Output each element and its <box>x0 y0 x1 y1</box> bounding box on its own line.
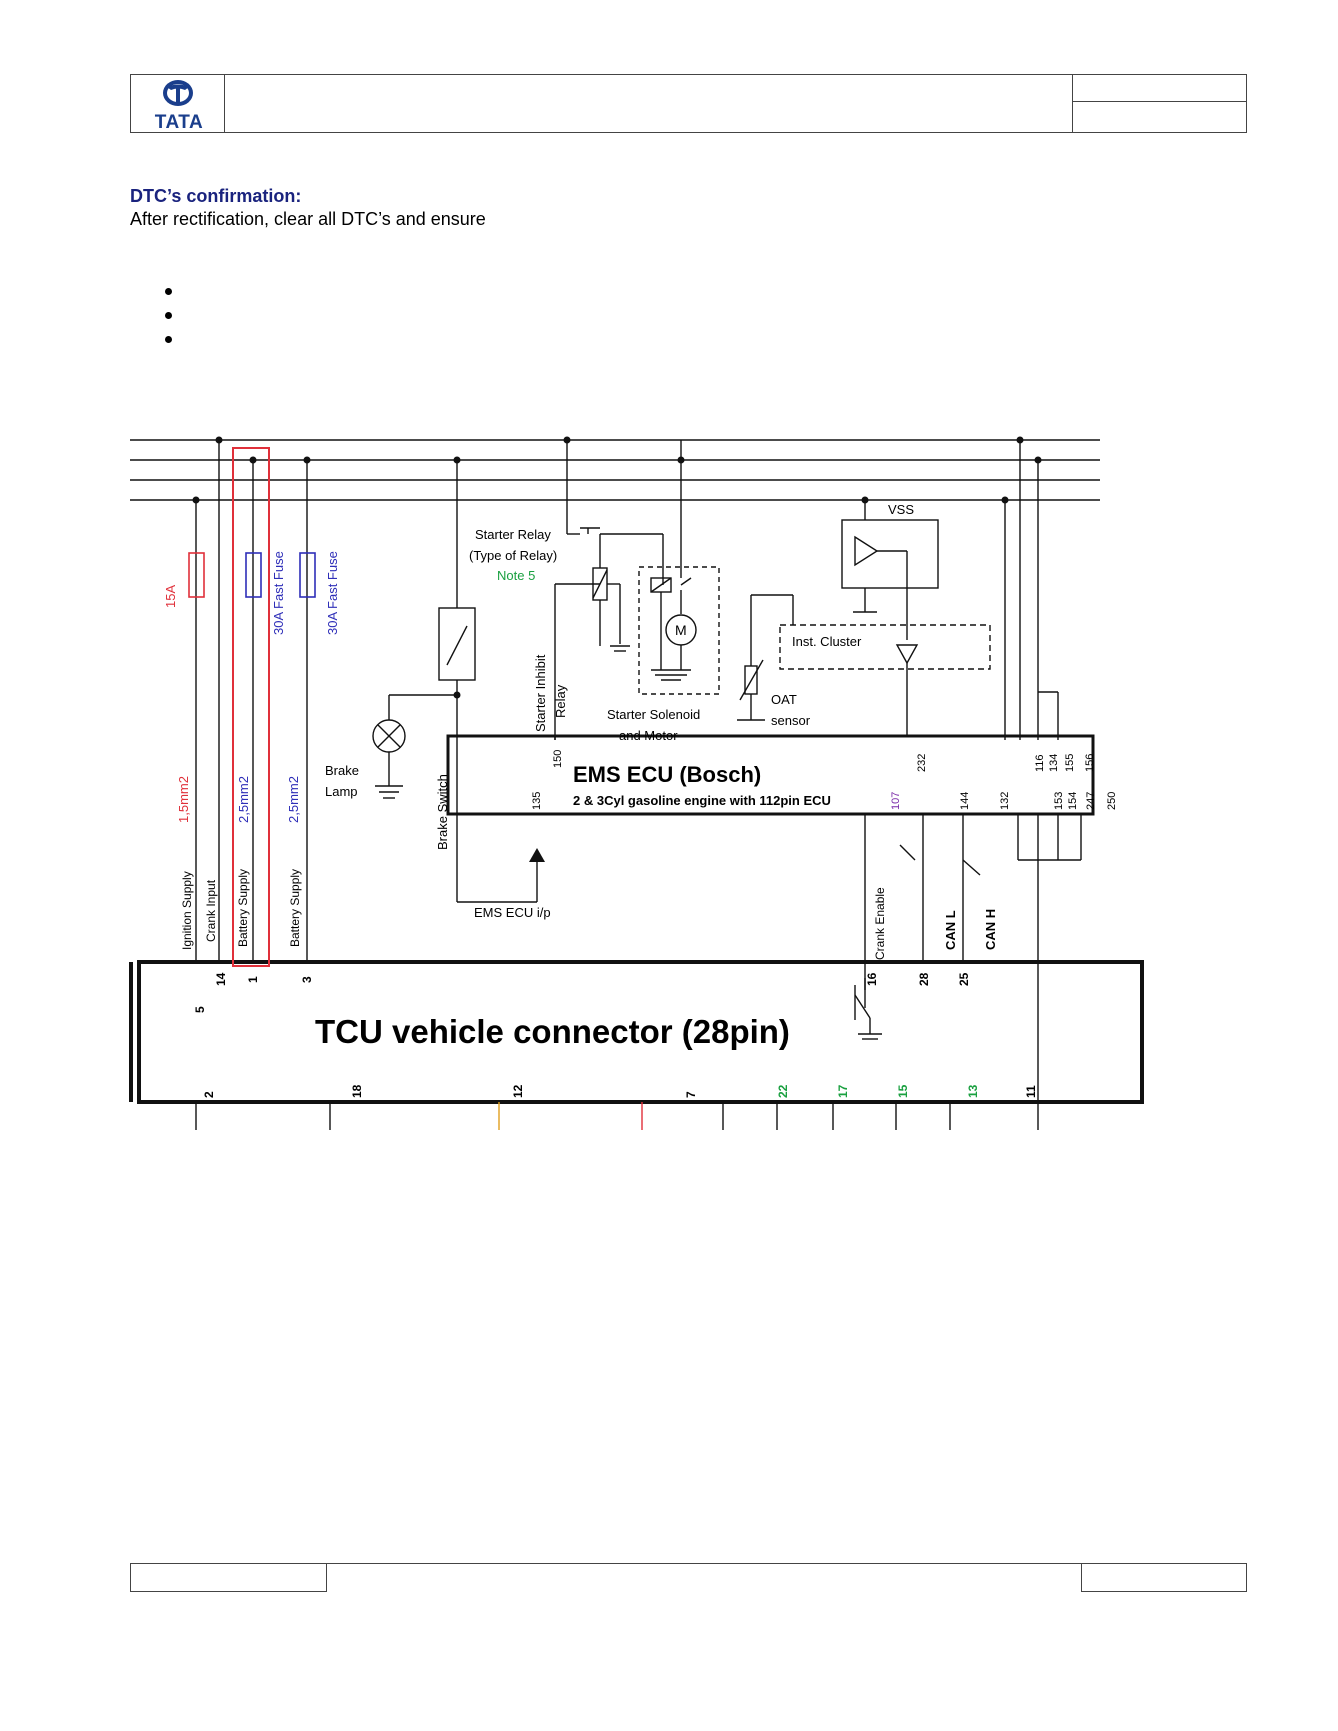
oat-label-2: sensor <box>771 713 811 728</box>
tcu-pin-7: 7 <box>684 1091 698 1098</box>
ems-input-label: EMS ECU i/p <box>474 905 551 920</box>
ems-ecu-title: EMS ECU (Bosch) <box>573 762 761 787</box>
wire-label-ignition: Ignition Supply <box>180 871 194 950</box>
fuse-label-15a: 15A <box>163 585 178 608</box>
inst-cluster-label: Inst. Cluster <box>792 634 862 649</box>
footer-rule <box>130 1563 1247 1564</box>
ecu-pin-247: 247 <box>1085 792 1097 810</box>
tcu-pin-15: 15 <box>896 1084 910 1098</box>
ecu-pin-144: 144 <box>959 792 971 810</box>
header-right-cell <box>1072 75 1246 132</box>
wire-size-1: 1,5mm2 <box>176 776 191 823</box>
vss-label: VSS <box>888 502 914 517</box>
tcu-pin-22: 22 <box>776 1084 790 1098</box>
can-h-label: CAN H <box>983 909 998 950</box>
motor-symbol: M <box>675 622 687 638</box>
oat-label-1: OAT <box>771 692 797 707</box>
tcu-pin-12: 12 <box>511 1084 525 1098</box>
starter-inhibit-label: Starter Inhibit <box>533 654 548 732</box>
tcu-pin-18: 18 <box>350 1084 364 1098</box>
wiring-diagram: 15A 30A Fast Fuse 30A Fast Fuse 1,5mm2 2… <box>129 436 1144 1130</box>
wire-label-crank: Crank Input <box>204 879 218 942</box>
tcu-pin-14: 14 <box>214 972 228 986</box>
note-label: Note 5 <box>497 568 535 583</box>
ecu-pin-134: 134 <box>1048 754 1060 772</box>
ecu-pin-232: 232 <box>916 754 928 772</box>
section-text: After rectification, clear all DTC’s and… <box>130 209 486 229</box>
tcu-pin-25: 25 <box>957 972 971 986</box>
tcu-pin-28: 28 <box>917 972 931 986</box>
fuse-label-30a-2: 30A Fast Fuse <box>325 551 340 635</box>
ecu-pin-154: 154 <box>1067 792 1079 810</box>
page-header: TATA <box>130 74 1247 133</box>
section-title: DTC’s confirmation: <box>130 186 302 206</box>
logo-text: TATA <box>154 112 204 133</box>
tata-logo-icon <box>163 80 193 106</box>
wire-size-2: 2,5mm2 <box>236 776 251 823</box>
tcu-pin-11: 11 <box>1024 1085 1038 1098</box>
tcu-pin-17: 17 <box>836 1084 850 1098</box>
relay-label: Relay <box>553 684 568 718</box>
logo-cell: TATA <box>131 75 225 133</box>
starter-relay-label-1: Starter Relay <box>475 527 551 542</box>
wire-label-battery-2: Battery Supply <box>288 869 302 947</box>
ecu-pin-116: 116 <box>1034 754 1046 772</box>
can-l-label: CAN L <box>943 910 958 950</box>
ecu-pin-250: 250 <box>1106 792 1118 810</box>
ecu-pin-135: 135 <box>531 792 543 810</box>
ecu-pin-155: 155 <box>1064 754 1076 772</box>
brake-switch-label: Brake Switch <box>435 774 450 850</box>
tcu-title: TCU vehicle connector (28pin) <box>315 1013 790 1050</box>
tcu-pin-13: 13 <box>966 1084 980 1098</box>
ecu-pin-132: 132 <box>999 792 1011 810</box>
wire-label-battery-1: Battery Supply <box>236 869 250 947</box>
brake-lamp-label-2: Lamp <box>325 784 358 799</box>
starter-solenoid-label-2: and Motor <box>619 728 678 743</box>
tcu-pin-5: 5 <box>193 1006 207 1013</box>
tcu-pin-3: 3 <box>300 976 314 983</box>
tcu-pin-2: 2 <box>202 1091 216 1098</box>
ecu-pin-153: 153 <box>1053 792 1065 810</box>
starter-relay-label-2: (Type of Relay) <box>469 548 557 563</box>
brake-lamp-label-1: Brake <box>325 763 359 778</box>
tcu-pin-1: 1 <box>246 976 260 983</box>
footer-right-cell <box>1081 1563 1247 1592</box>
ecu-pin-156: 156 <box>1084 754 1096 772</box>
header-right-divider <box>1073 101 1246 102</box>
fuse-label-30a-1: 30A Fast Fuse <box>271 551 286 635</box>
page-footer <box>130 1563 1247 1593</box>
ecu-pin-107: 107 <box>890 792 902 810</box>
wire-size-3: 2,5mm2 <box>286 776 301 823</box>
footer-left-cell <box>130 1563 327 1592</box>
crank-enable-label: Crank Enable <box>873 887 887 960</box>
ems-ecu-subtitle: 2 & 3Cyl gasoline engine with 112pin ECU <box>573 793 831 808</box>
tcu-pin-16: 16 <box>865 972 879 986</box>
ecu-pin-150: 150 <box>552 750 564 768</box>
starter-solenoid-label-1: Starter Solenoid <box>607 707 700 722</box>
